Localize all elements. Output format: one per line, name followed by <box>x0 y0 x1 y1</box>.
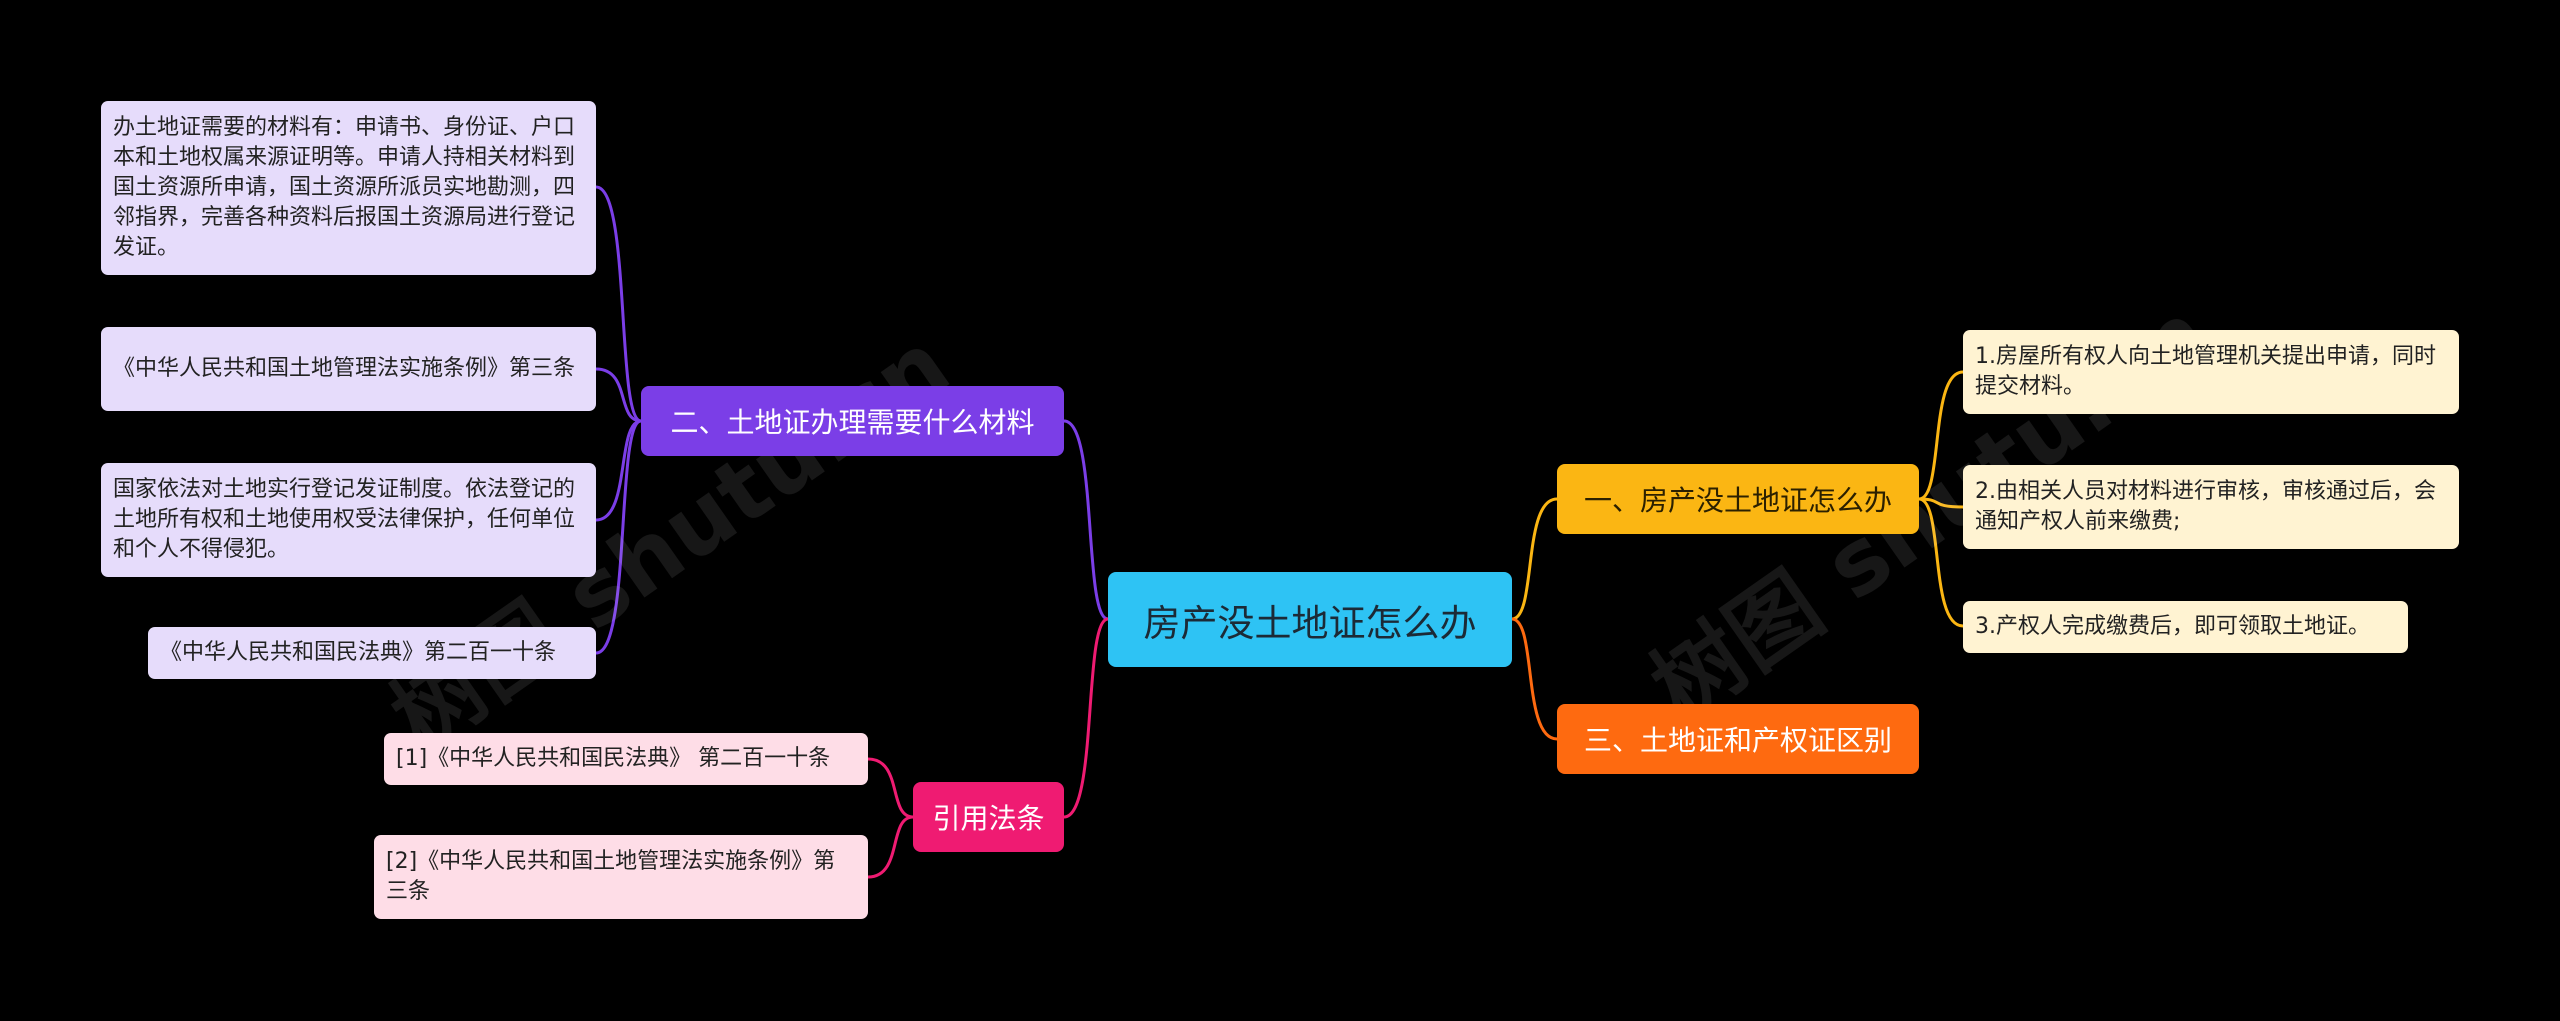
leaf-text: 2.由相关人员对材料进行审核，审核通过后，会通知产权人前来缴费; <box>1975 479 2436 534</box>
leaf-text: 1.房屋所有权人向土地管理机关提出申请，同时提交材料。 <box>1975 344 2436 399</box>
leaf-text: [1]《中华人民共和国民法典》 第二百一十条 <box>396 746 831 771</box>
leaf-text: 3.产权人完成缴费后，即可领取土地证。 <box>1975 614 2370 639</box>
leaf-b1-2[interactable]: 2.由相关人员对材料进行审核，审核通过后，会通知产权人前来缴费; <box>1963 465 2459 549</box>
leaf-text: [2]《中华人民共和国土地管理法实施条例》第三条 <box>386 849 836 904</box>
leaf-b2-4[interactable]: 《中华人民共和国民法典》第二百一十条 <box>148 627 596 679</box>
leaf-b4-2[interactable]: [2]《中华人民共和国土地管理法实施条例》第三条 <box>374 835 868 919</box>
leaf-b2-2[interactable]: 《中华人民共和国土地管理法实施条例》第三条 <box>101 327 596 411</box>
leaf-text: 国家依法对土地实行登记发证制度。依法登记的土地所有权和土地使用权受法律保护，任何… <box>113 477 576 562</box>
leaf-b2-3[interactable]: 国家依法对土地实行登记发证制度。依法登记的土地所有权和土地使用权受法律保护，任何… <box>101 463 596 577</box>
leaf-b2-1[interactable]: 办土地证需要的材料有：申请书、身份证、户口本和土地权属来源证明等。申请人持相关材… <box>101 101 596 275</box>
leaf-text: 办土地证需要的材料有：申请书、身份证、户口本和土地权属来源证明等。申请人持相关材… <box>113 115 576 260</box>
branch-3-topic[interactable]: 三、土地证和产权证区别 <box>1557 704 1919 774</box>
central-topic[interactable]: 房产没土地证怎么办 <box>1108 572 1512 667</box>
leaf-b4-1[interactable]: [1]《中华人民共和国民法典》 第二百一十条 <box>384 733 868 785</box>
branch-2-topic[interactable]: 二、土地证办理需要什么材料 <box>641 386 1064 456</box>
branch-4-topic[interactable]: 引用法条 <box>913 782 1064 852</box>
branch-1-topic[interactable]: 一、房产没土地证怎么办 <box>1557 464 1919 534</box>
leaf-text: 《中华人民共和国民法典》第二百一十条 <box>160 640 557 665</box>
leaf-b1-1[interactable]: 1.房屋所有权人向土地管理机关提出申请，同时提交材料。 <box>1963 330 2459 414</box>
leaf-text: 《中华人民共和国土地管理法实施条例》第三条 <box>113 356 576 381</box>
leaf-b1-3[interactable]: 3.产权人完成缴费后，即可领取土地证。 <box>1963 601 2408 653</box>
